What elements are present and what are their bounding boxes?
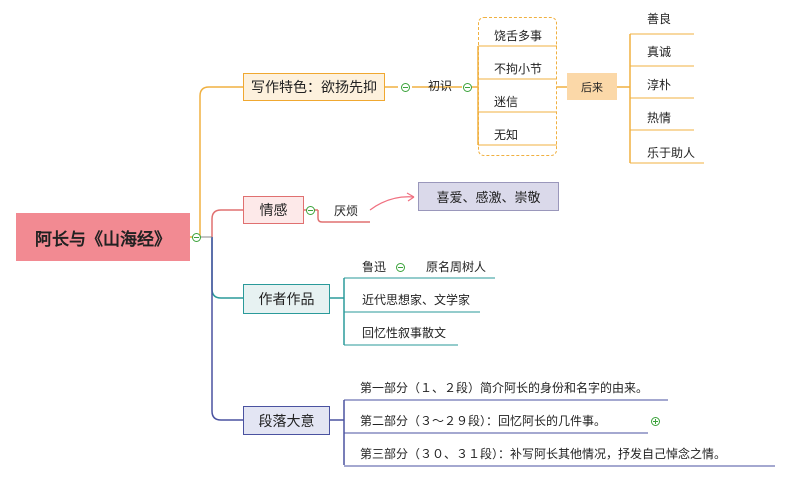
- root-node[interactable]: 阿长与《山海经》: [16, 213, 190, 261]
- first-item-4: 无知: [494, 128, 519, 142]
- author-label: 作者作品: [258, 292, 315, 308]
- first-label: 初识: [428, 79, 453, 93]
- first-item-1: 饶舌多事: [494, 29, 543, 43]
- emotion-label: 情感: [259, 203, 288, 219]
- root-collapse-icon[interactable]: [192, 233, 201, 242]
- author-identity: 近代思想家、文学家: [362, 293, 471, 307]
- writing-connector: [199, 86, 243, 237]
- first-item-2: 不拘小节: [494, 62, 543, 76]
- first-item-3: 迷信: [494, 95, 519, 109]
- later-item-2: 真诚: [647, 45, 672, 59]
- first-collapse-icon[interactable]: [463, 83, 472, 92]
- emotion-target-label: 喜爱、感激、崇敬: [436, 191, 541, 206]
- emotion-from: 厌烦: [334, 204, 359, 218]
- paragraph-part-3: 第三部分（３０、３１段）：补写阿长其他情况，抒发自己悼念之情。: [360, 447, 727, 461]
- later-item-1: 善良: [647, 12, 672, 26]
- emotion-node[interactable]: 情感: [243, 196, 304, 224]
- author-original-name: 原名周树人: [426, 260, 487, 274]
- later-item-5: 乐于助人: [647, 146, 696, 160]
- paragraph-node[interactable]: 段落大意: [243, 406, 330, 435]
- author-name-collapse-icon[interactable]: [396, 263, 405, 272]
- writing-label: 写作特色：欲扬先抑: [251, 80, 377, 96]
- emotion-arrow: [369, 196, 415, 211]
- later-label: 后来: [581, 80, 603, 94]
- emotion-connector: [211, 209, 243, 237]
- author-connector: [211, 237, 243, 299]
- emotion-target-node[interactable]: 喜爱、感激、崇敬: [418, 182, 559, 211]
- first-group-outline: [478, 17, 557, 156]
- writing-node[interactable]: 写作特色：欲扬先抑: [243, 73, 385, 101]
- author-name: 鲁迅: [362, 260, 387, 274]
- root-label: 阿长与《山海经》: [35, 229, 171, 250]
- author-node[interactable]: 作者作品: [243, 284, 330, 314]
- later-node[interactable]: 后来: [567, 73, 617, 100]
- paragraph-part-1: 第一部分（１、２段）简介阿长的身份和名字的由来。: [360, 381, 649, 395]
- paragraph-part-2-expand-icon[interactable]: [651, 417, 660, 426]
- later-item-4: 热情: [647, 111, 672, 125]
- paragraph-label: 段落大意: [258, 413, 315, 430]
- paragraph-connector: [211, 237, 243, 421]
- emotion-collapse-icon[interactable]: [306, 206, 315, 215]
- paragraph-part-2: 第二部分（３～２９段）：回忆阿长的几件事。: [360, 414, 607, 428]
- from-underline: [317, 210, 370, 223]
- author-genre: 回忆性叙事散文: [362, 326, 447, 340]
- writing-collapse-icon[interactable]: [401, 83, 410, 92]
- later-item-3: 淳朴: [647, 78, 672, 92]
